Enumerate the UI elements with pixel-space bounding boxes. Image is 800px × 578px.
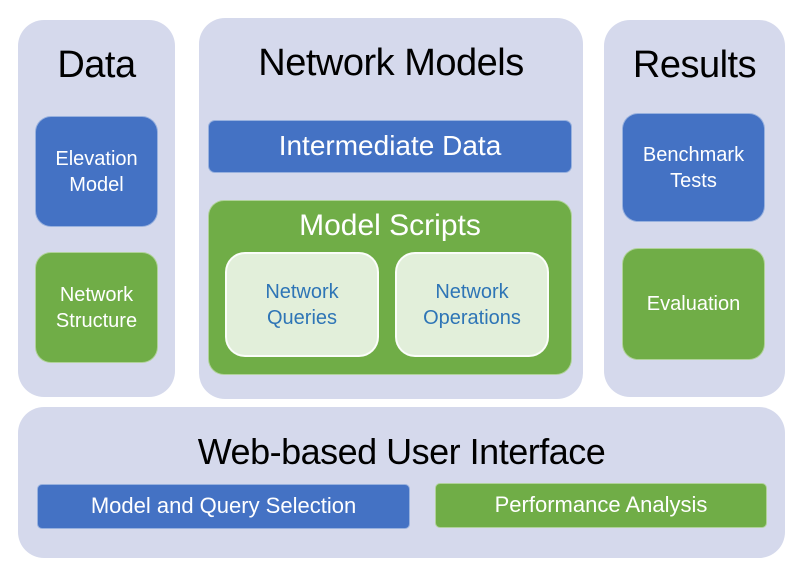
performance-analysis-box: Performance Analysis bbox=[435, 483, 767, 528]
model-query-selection-label: Model and Query Selection bbox=[90, 493, 357, 519]
intermediate-data-label: Intermediate Data bbox=[278, 130, 502, 162]
network-models-panel: Network Models Intermediate Data Model S… bbox=[199, 18, 583, 399]
results-panel: Results Benchmark Tests Evaluation bbox=[604, 20, 785, 397]
network-structure-label: Network Structure bbox=[55, 283, 138, 332]
performance-analysis-label: Performance Analysis bbox=[494, 492, 708, 518]
benchmark-tests-label: Benchmark Tests bbox=[642, 143, 745, 192]
network-operations-box: Network Operations bbox=[395, 252, 549, 357]
web-ui-panel: Web-based User Interface Model and Query… bbox=[18, 407, 785, 558]
intermediate-data-box: Intermediate Data bbox=[208, 120, 572, 173]
data-panel: Data Elevation Model Network Structure bbox=[18, 20, 175, 397]
network-models-panel-title: Network Models bbox=[258, 42, 524, 84]
results-panel-title: Results bbox=[632, 44, 757, 86]
elevation-model-label: Elevation Model bbox=[55, 147, 138, 196]
model-scripts-title: Model Scripts bbox=[299, 209, 481, 242]
web-ui-panel-title: Web-based User Interface bbox=[197, 431, 606, 472]
model-scripts-box: Model Scripts Network Queries Network Op… bbox=[208, 200, 572, 375]
network-queries-label: Network Queries bbox=[265, 280, 339, 329]
network-operations-label: Network Operations bbox=[423, 280, 521, 329]
network-queries-box: Network Queries bbox=[225, 252, 379, 357]
elevation-model-box: Elevation Model bbox=[35, 116, 158, 227]
data-panel-title: Data bbox=[57, 44, 136, 86]
evaluation-box: Evaluation bbox=[622, 248, 765, 360]
network-structure-box: Network Structure bbox=[35, 252, 158, 363]
benchmark-tests-box: Benchmark Tests bbox=[622, 113, 765, 222]
evaluation-label: Evaluation bbox=[646, 293, 741, 315]
model-query-selection-box: Model and Query Selection bbox=[37, 484, 410, 529]
